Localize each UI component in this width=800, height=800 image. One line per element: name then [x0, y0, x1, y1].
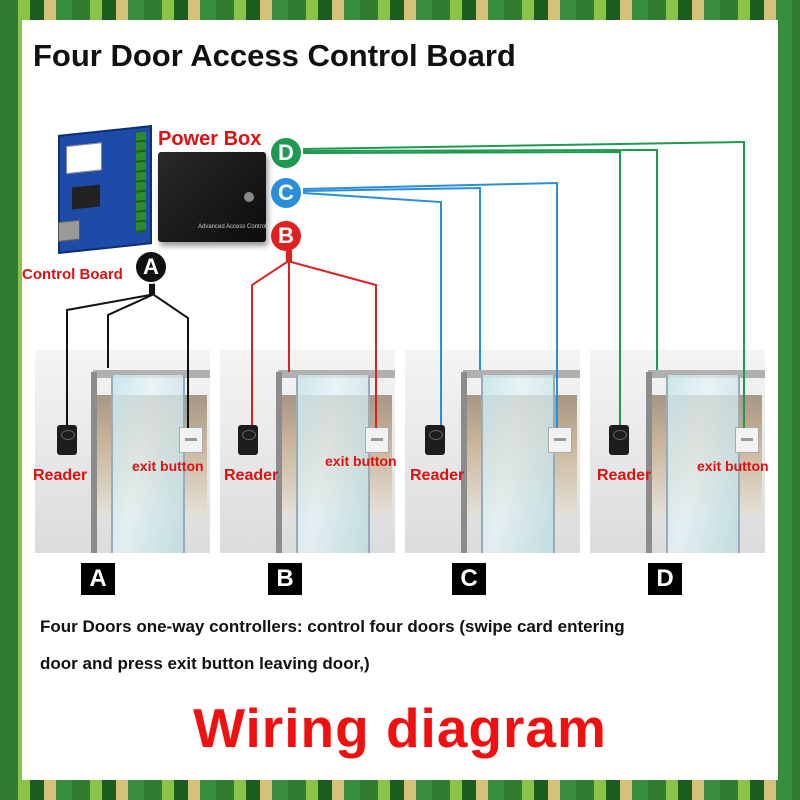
page-title: Four Door Access Control Board: [33, 38, 516, 73]
exit-button-device-c: [548, 427, 572, 453]
power-box-image: Advanced Access Control: [158, 152, 266, 242]
reader-label-b: Reader: [224, 467, 279, 484]
wire-c: [302, 192, 442, 425]
wire-b: [251, 250, 288, 425]
glass-door: [111, 375, 185, 553]
door-header: [648, 370, 765, 378]
wire-d: [302, 140, 745, 428]
door-frame: [461, 372, 467, 553]
bus-d-circle: D: [271, 138, 301, 168]
card-reader-c: [425, 425, 445, 455]
glass-door: [481, 375, 555, 553]
glass-door: [296, 375, 370, 553]
door-header: [278, 370, 395, 378]
wire-d: [302, 150, 621, 425]
reader-label-c: Reader: [410, 467, 465, 484]
exit-button-label-b: exit button: [325, 453, 397, 469]
wire-c: [302, 186, 481, 370]
description-line-1: Four Doors one-way controllers: control …: [40, 617, 625, 636]
door-frame: [276, 372, 282, 553]
wire-d: [302, 148, 658, 370]
door-tag-c: C: [452, 563, 486, 595]
wire-a: [153, 282, 189, 428]
power-box-lock-icon: [244, 192, 254, 202]
exit-button-label-d: exit button: [697, 458, 769, 474]
power-box-label: Power Box: [158, 128, 262, 150]
door-header: [463, 370, 580, 378]
door-header: [93, 370, 210, 378]
wire-a: [107, 282, 153, 368]
wire-c: [302, 181, 558, 428]
wire-b: [290, 250, 377, 428]
exit-button-device-a: [179, 427, 203, 453]
card-reader-a: [57, 425, 77, 455]
exit-button-label-a: exit button: [132, 458, 204, 474]
description-line-2: door and press exit button leaving door,…: [40, 654, 370, 673]
door-frame: [646, 372, 652, 553]
control-board-label: Control Board: [22, 266, 123, 283]
card-reader-d: [609, 425, 629, 455]
exit-button-device-d: [735, 427, 759, 453]
bus-c-circle: C: [271, 178, 301, 208]
reader-label-d: Reader: [597, 467, 652, 484]
card-reader-b: [238, 425, 258, 455]
door-tag-d: D: [648, 563, 682, 595]
door-tag-a: A: [81, 563, 115, 595]
wiring-diagram-heading: Wiring diagram: [193, 697, 607, 759]
bus-b-circle: B: [271, 221, 301, 251]
wire-a: [66, 282, 151, 425]
power-box-marking: Advanced Access Control: [198, 224, 267, 230]
door-frame: [91, 372, 97, 553]
exit-button-device-b: [365, 427, 389, 453]
glass-door: [666, 375, 740, 553]
door-tag-b: B: [268, 563, 302, 595]
door-photo-b: [220, 350, 395, 553]
reader-label-a: Reader: [33, 467, 88, 484]
bus-a-circle: A: [134, 250, 168, 284]
